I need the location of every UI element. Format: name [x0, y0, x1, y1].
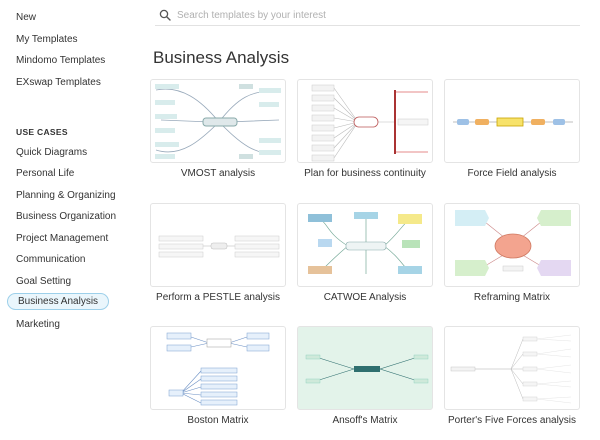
sidebar-item-quick-diagrams[interactable]: Quick Diagrams [16, 147, 88, 158]
sidebar-item-business-analysis[interactable]: Business Analysis [7, 293, 110, 310]
template-thumbnail [297, 203, 433, 287]
template-card-catwoe[interactable]: CATWOE Analysis [297, 203, 433, 309]
template-thumbnail [444, 203, 580, 287]
template-label: Porter's Five Forces analysis [447, 415, 577, 426]
sidebar: New My Templates Mindomo Templates EXswa… [0, 0, 130, 440]
continuity-thumbnail-graphic [311, 84, 429, 162]
template-card-vmost[interactable]: VMOST analysis [150, 79, 286, 185]
template-label: Boston Matrix [187, 415, 249, 426]
template-thumbnail [150, 203, 286, 287]
section-title: Business Analysis [153, 48, 290, 67]
sidebar-item-communication[interactable]: Communication [16, 254, 86, 265]
search-bar [155, 4, 580, 26]
pestle-thumbnail-graphic [158, 235, 280, 258]
template-card-pestle[interactable]: Perform a PESTLE analysis [150, 203, 286, 309]
vmost-thumbnail-graphic [155, 84, 282, 159]
template-label: VMOST analysis [180, 168, 256, 179]
sidebar-item-project-management[interactable]: Project Management [16, 233, 109, 244]
force-field-thumbnail-graphic [453, 117, 573, 127]
sidebar-item-mindomo-templates[interactable]: Mindomo Templates [16, 55, 106, 66]
template-card-boston-matrix[interactable]: Boston Matrix [150, 326, 286, 432]
template-label: Reframing Matrix [473, 292, 551, 303]
template-label: CATWOE Analysis [323, 292, 407, 303]
template-thumbnail [444, 79, 580, 163]
sidebar-item-exswap-templates[interactable]: EXswap Templates [16, 77, 101, 88]
boston-thumbnail-graphic [166, 332, 270, 406]
sidebar-item-my-templates[interactable]: My Templates [16, 34, 78, 45]
ansoff-thumbnail-graphic [305, 354, 429, 384]
search-icon [159, 9, 171, 21]
sidebar-item-planning-organizing[interactable]: Planning & Organizing [16, 190, 116, 201]
sidebar-item-business-organization[interactable]: Business Organization [16, 211, 117, 222]
template-thumbnail [297, 326, 433, 410]
sidebar-item-personal-life[interactable]: Personal Life [16, 168, 75, 179]
porter-thumbnail-graphic [450, 334, 572, 404]
template-card-force-field[interactable]: Force Field analysis [444, 79, 580, 185]
template-card-porters-five-forces[interactable]: Porter's Five Forces analysis [444, 326, 580, 432]
template-label: Plan for business continuity [304, 168, 426, 179]
template-thumbnail [150, 79, 286, 163]
template-label: Perform a PESTLE analysis [156, 292, 280, 303]
template-thumbnail [444, 326, 580, 410]
template-thumbnail [297, 79, 433, 163]
sidebar-item-new[interactable]: New [16, 12, 37, 23]
sidebar-item-goal-setting[interactable]: Goal Setting [16, 276, 72, 287]
template-label: Force Field analysis [467, 168, 557, 179]
template-card-business-continuity[interactable]: Plan for business continuity [297, 79, 433, 185]
template-thumbnail [150, 326, 286, 410]
catwoe-thumbnail-graphic [308, 212, 422, 274]
template-card-reframing-matrix[interactable]: Reframing Matrix [444, 203, 580, 309]
use-cases-heading: USE CASES [16, 127, 68, 137]
template-card-ansoff-matrix[interactable]: Ansoff's Matrix [297, 326, 433, 432]
template-label: Ansoff's Matrix [332, 415, 398, 426]
reframing-thumbnail-graphic [455, 210, 571, 276]
search-input[interactable] [177, 6, 572, 24]
sidebar-item-marketing[interactable]: Marketing [16, 319, 60, 330]
